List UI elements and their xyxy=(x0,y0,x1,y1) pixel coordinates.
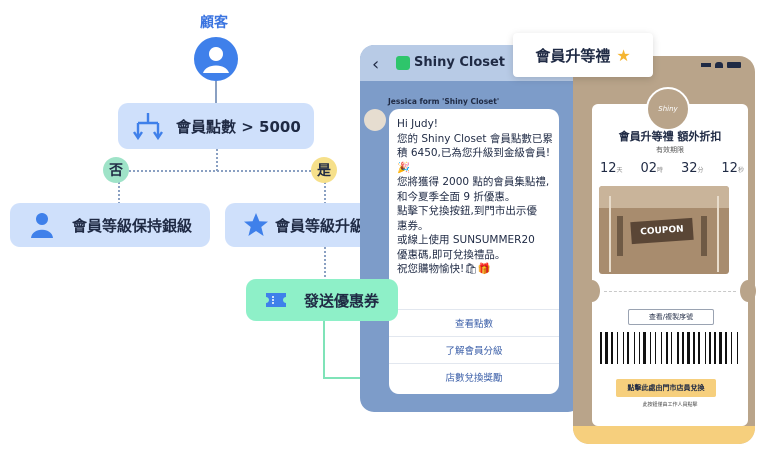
brand-logo-text: Shiny xyxy=(658,105,678,113)
points-condition-label: 會員點數 > 5000 xyxy=(176,117,301,136)
redeem-in-store-button[interactable]: 點擊此處由門市店員兌換 xyxy=(616,379,716,397)
membership-tiers-button[interactable]: 了解會員分級 xyxy=(389,336,559,363)
upgrade-gift-label: 會員升等禮 xyxy=(535,46,611,65)
star-icon xyxy=(243,212,269,238)
countdown-seconds: 12 xyxy=(721,161,738,176)
message-line: 積 6450,已為您升級到金級會員! xyxy=(397,147,551,159)
message-line: 您將獲得 2000 點的會員集點禮, xyxy=(397,176,550,188)
points-condition-node: 會員點數 > 5000 xyxy=(118,103,314,149)
countdown-unit: 時 xyxy=(657,167,664,174)
ticket-icon xyxy=(264,291,288,309)
coupon-sign: COUPON xyxy=(630,217,694,245)
send-coupon-label: 發送優惠券 xyxy=(304,291,380,310)
message-line: 🎉 xyxy=(397,161,411,174)
coupon-title: 會員升等禮 額外折扣 xyxy=(618,130,722,143)
send-coupon-node: 發送優惠券 xyxy=(246,279,398,321)
message-line: 祝您購物愉快!🛍🎁 xyxy=(397,263,491,275)
message-line: 惠券。 xyxy=(397,219,429,232)
person-icon xyxy=(30,211,54,239)
countdown-minutes: 32 xyxy=(680,161,698,176)
no-badge: 否 xyxy=(103,157,129,183)
yes-badge: 是 xyxy=(311,157,337,183)
view-points-button[interactable]: 查看點數 xyxy=(389,309,559,336)
app-logo-icon xyxy=(396,56,410,70)
status-icons xyxy=(701,62,741,68)
message-line: 或線上使用 SUNSUMMER20 xyxy=(397,234,535,246)
staff-note: 此按鈕僅由工作人員點擊 xyxy=(642,402,698,408)
copy-code-button[interactable]: 查看/複製序號 xyxy=(628,309,714,325)
gold-star-icon: ★ xyxy=(616,45,631,65)
keep-silver-label: 會員等級保持銀級 xyxy=(72,216,193,235)
message-bubble: Hi Judy! 您的 Shiny Closet 會員點數已累 積 6450,已… xyxy=(389,109,559,394)
message-line: 點擊下兌換按鈕,到門市出示優 xyxy=(397,205,537,217)
coupon-card: Shiny 會員升等禮 額外折扣 有效期限 12天 02時 32分 12秒 CO… xyxy=(584,87,756,426)
back-arrow-icon[interactable]: ‹ xyxy=(372,54,380,75)
sender-line: Jessica form 'Shiny Closet' xyxy=(388,97,500,106)
branch-icon xyxy=(132,111,164,141)
validity-label: 有效期限 xyxy=(656,146,684,154)
message-line: 優惠碼,即可兌換禮品。 xyxy=(397,248,506,261)
coupon-sign-text: COUPON xyxy=(640,224,684,238)
message-line: Hi Judy! xyxy=(397,118,438,130)
upgrade-gift-tag: 會員升等禮 ★ xyxy=(513,33,653,77)
customer-label: 顧客 xyxy=(200,15,228,31)
brand-logo: Shiny xyxy=(646,87,690,131)
barcode xyxy=(600,332,738,364)
countdown: 12天 02時 32分 12秒 xyxy=(600,157,744,176)
chat-app-name: Shiny Closet xyxy=(414,55,506,70)
sender-avatar xyxy=(364,109,386,131)
keep-silver-node: 會員等級保持銀級 xyxy=(10,203,210,247)
message-line: 和今夏季全面 9 折優惠。 xyxy=(397,190,516,203)
redeem-reward-button[interactable]: 店數兌換獎勵 xyxy=(389,363,559,390)
customer-avatar-icon xyxy=(194,37,238,81)
countdown-hours: 02 xyxy=(640,161,658,176)
message-line: 您的 Shiny Closet 會員點數已累 xyxy=(397,132,553,145)
countdown-unit: 天 xyxy=(616,167,623,174)
countdown-unit: 秒 xyxy=(737,167,744,174)
coupon-image: COUPON xyxy=(599,186,729,274)
countdown-unit: 分 xyxy=(697,167,704,174)
countdown-days: 12 xyxy=(600,161,617,176)
